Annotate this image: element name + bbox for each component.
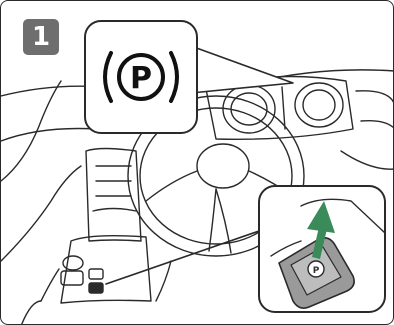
callout-leader-upper bbox=[191, 46, 293, 93]
svg-text:P: P bbox=[130, 61, 152, 96]
parking-brake-warning-callout: P bbox=[85, 21, 197, 133]
step-number-badge: 1 bbox=[23, 19, 59, 55]
parking-brake-switch-callout: P bbox=[259, 186, 385, 312]
dashboard-lower-line bbox=[1, 129, 96, 142]
right-door-line bbox=[341, 151, 394, 169]
center-console bbox=[21, 236, 171, 325]
right-vent bbox=[356, 91, 394, 106]
svg-text:P: P bbox=[313, 266, 320, 276]
center-stack bbox=[86, 149, 141, 242]
left-door-lower bbox=[1, 166, 81, 261]
left-door-contour bbox=[1, 81, 61, 181]
right-vent-2 bbox=[361, 121, 394, 129]
callout-leader-lower bbox=[106, 231, 259, 284]
